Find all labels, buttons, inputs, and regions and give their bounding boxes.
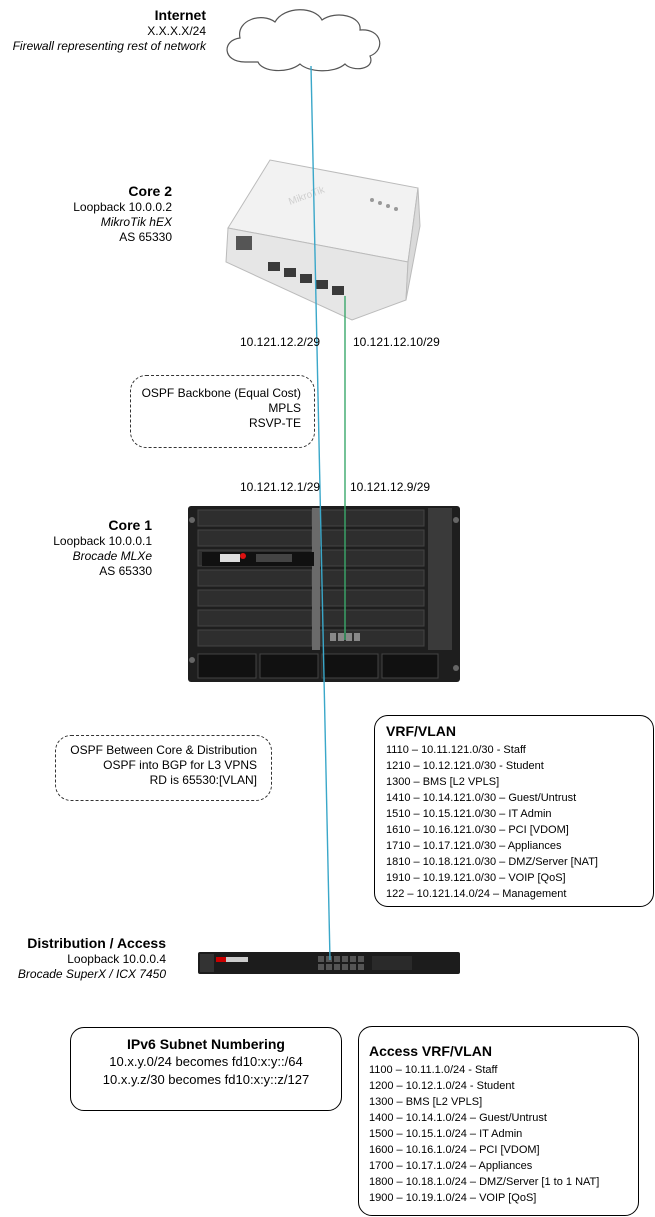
core2-title: Core 2 (128, 183, 172, 199)
list-item: 1410 – 10.14.121.0/30 – Guest/Untrust (386, 792, 577, 804)
list-item: 1500 – 10.15.1.0/24 – IT Admin (369, 1128, 523, 1140)
ospf-distribution-note: OSPF Between Core & Distribution OSPF in… (55, 735, 272, 801)
access-vrf-list: 1100 – 10.11.1.0/24 - Staff 1200 – 10.12… (369, 1062, 599, 1206)
core1-title: Core 1 (108, 517, 152, 533)
list-item: 1810 – 10.18.121.0/30 – DMZ/Server [NAT] (386, 856, 598, 868)
access-vrf-vlan-box: Access VRF/VLAN 1100 – 10.11.1.0/24 - St… (358, 1026, 639, 1216)
list-item: 1100 – 10.11.1.0/24 - Staff (369, 1064, 498, 1076)
ospf-dist-line1: OSPF Between Core & Distribution (70, 743, 257, 757)
list-item: 1510 – 10.15.121.0/30 – IT Admin (386, 808, 552, 820)
list-item: 1210 – 10.12.121.0/30 - Student (386, 760, 544, 772)
core1-loopback: Loopback 10.0.0.1 (53, 534, 152, 548)
core1-left-ip: 10.121.12.1/29 (240, 480, 321, 494)
ipv6-title: IPv6 Subnet Numbering (127, 1036, 285, 1052)
list-item: 1910 – 10.19.121.0/30 – VOIP [QoS] (386, 872, 566, 884)
ipv6-box: IPv6 Subnet Numbering 10.x.y.0/24 become… (70, 1027, 342, 1111)
list-item: 1300 – BMS [L2 VPLS] (386, 776, 500, 788)
core1-model: Brocade MLXe (72, 549, 152, 563)
ospf-backbone-line3: RSVP-TE (248, 416, 301, 430)
link-internet-core1 (310, 65, 331, 961)
core1-right-ip: 10.121.12.9/29 (350, 480, 431, 494)
core2-right-ip: 10.121.12.10/29 (353, 335, 440, 349)
cloud-icon (226, 9, 381, 72)
core1-as: AS 65330 (99, 564, 152, 578)
ospf-dist-line2: OSPF into BGP for L3 VPNS (103, 758, 257, 772)
list-item: 1900 – 10.19.1.0/24 – VOIP [QoS] (369, 1192, 537, 1204)
internet-subnet: X.X.X.X/24 (147, 24, 206, 38)
access-vrf-title: Access VRF/VLAN (369, 1043, 492, 1059)
list-item: 1800 – 10.18.1.0/24 – DMZ/Server [1 to 1… (369, 1176, 600, 1188)
core2-loopback: Loopback 10.0.0.2 (73, 200, 172, 214)
list-item: 122 – 10.121.14.0/24 – Management (386, 888, 567, 900)
internet-label: Internet X.X.X.X/24 Firewall representin… (0, 7, 206, 54)
vrf-vlan-list: 1110 – 10.11.121.0/30 - Staff 1210 – 10.… (386, 742, 598, 902)
core2-model: MikroTik hEX (100, 215, 172, 229)
list-item: 1710 – 10.17.121.0/30 – Appliances (386, 840, 562, 852)
list-item: 1400 – 10.14.1.0/24 – Guest/Untrust (369, 1112, 547, 1124)
router-icon: MikroTik (225, 159, 421, 321)
internet-desc: Firewall representing rest of network (12, 39, 206, 53)
ospf-dist-line3: RD is 65530:[VLAN] (149, 773, 257, 787)
core2-label: Core 2 Loopback 10.0.0.2 MikroTik hEX AS… (0, 183, 172, 245)
list-item: 1110 – 10.11.121.0/30 - Staff (386, 744, 526, 756)
distribution-title: Distribution / Access (27, 935, 166, 951)
distribution-model: Brocade SuperX / ICX 7450 (17, 967, 166, 981)
list-item: 1600 – 10.16.1.0/24 – PCI [VDOM] (369, 1144, 540, 1156)
ipv6-line2: 10.x.y.z/30 becomes fd10:x:y::z/127 (102, 1072, 310, 1087)
distribution-loopback: Loopback 10.0.0.4 (67, 952, 166, 966)
chassis-switch-icon (188, 506, 460, 682)
ipv6-line1: 10.x.y.0/24 becomes fd10:x:y::/64 (109, 1054, 303, 1069)
list-item: 1610 – 10.16.121.0/30 – PCI [VDOM] (386, 824, 569, 836)
list-item: 1200 – 10.12.1.0/24 - Student (369, 1080, 515, 1092)
core2-left-ip: 10.121.12.2/29 (240, 335, 321, 349)
ospf-backbone-line2: MPLS (268, 401, 301, 415)
list-item: 1300 – BMS [L2 VPLS] (369, 1096, 483, 1108)
core2-as: AS 65330 (119, 230, 172, 244)
distribution-label: Distribution / Access Loopback 10.0.0.4 … (0, 935, 166, 982)
ospf-backbone-note: OSPF Backbone (Equal Cost) MPLS RSVP-TE (130, 375, 315, 448)
rack-switch-icon (198, 952, 460, 974)
internet-title: Internet (154, 7, 206, 23)
core1-label: Core 1 Loopback 10.0.0.1 Brocade MLXe AS… (0, 517, 152, 579)
ospf-backbone-line1: OSPF Backbone (Equal Cost) (141, 386, 301, 400)
vrf-vlan-title: VRF/VLAN (386, 723, 456, 739)
list-item: 1700 – 10.17.1.0/24 – Appliances (369, 1160, 533, 1172)
vrf-vlan-box: VRF/VLAN 1110 – 10.11.121.0/30 - Staff 1… (374, 715, 654, 907)
